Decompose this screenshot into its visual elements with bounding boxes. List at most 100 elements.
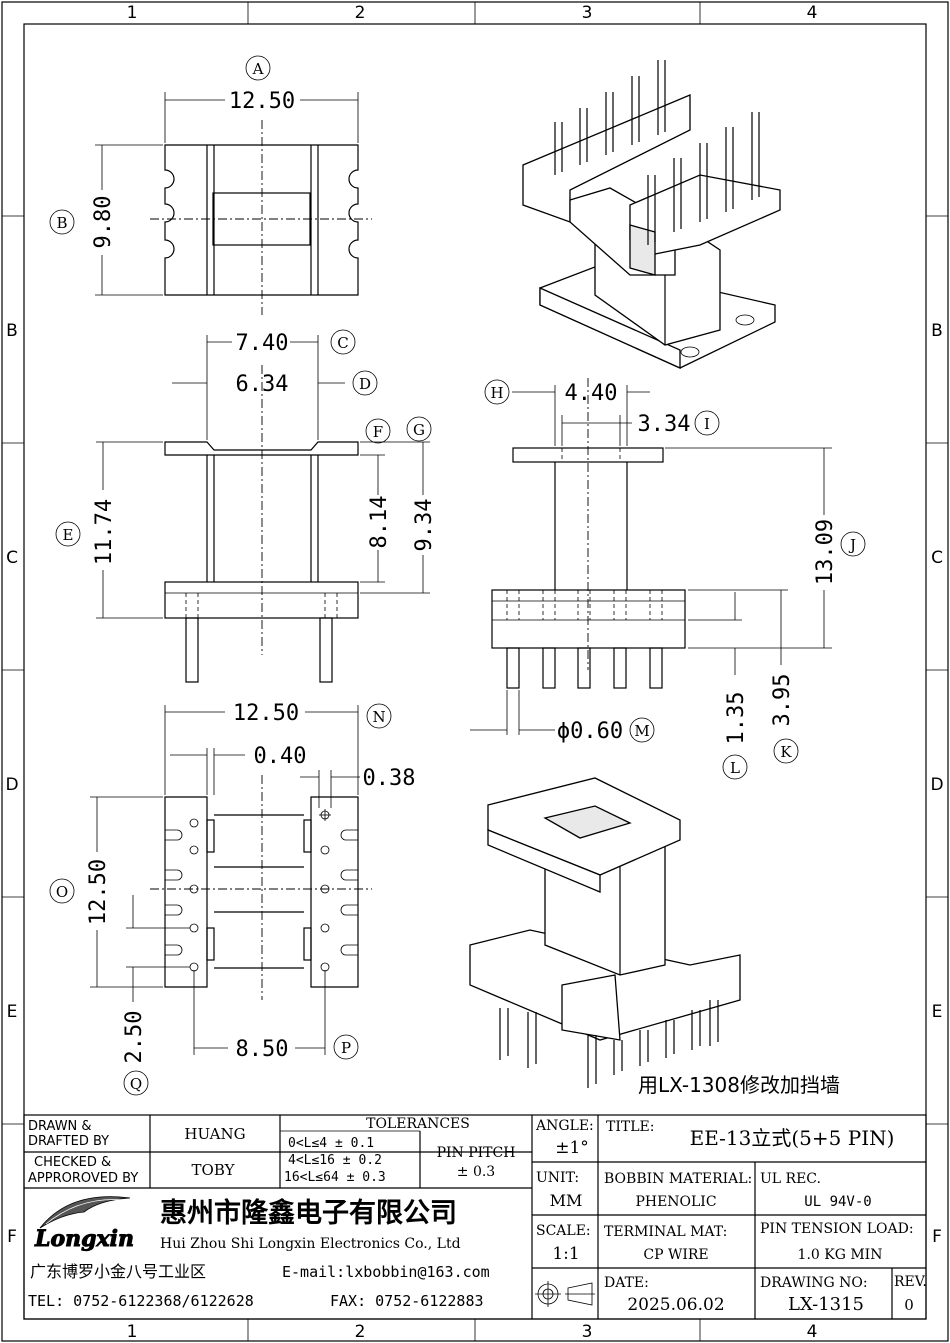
title-block: DRAWN & DRAFTED BY HUANG CHECKED & APPRO… [23, 1114, 927, 1320]
bobbin-label: BOBBIN MATERIAL: [604, 1171, 752, 1187]
bottom-view: 12.50 N 0.40 0.38 12.50 O 2.50 Q [49, 701, 416, 1096]
row-label-c: C [6, 548, 18, 568]
iso-view-pins-up [522, 60, 781, 370]
dim-side-top: 4.40 [565, 381, 618, 406]
pin-pitch-label: PIN PITCH [437, 1145, 516, 1161]
dim-bottom-pitch: 2.50 [122, 1011, 147, 1064]
date-value: 2025.06.02 [627, 1295, 724, 1315]
tag-c: C [337, 334, 348, 352]
drawing-no-value: LX-1315 [788, 1294, 864, 1315]
drawn-by: HUANG [184, 1125, 245, 1143]
dim-front-inner: 6.34 [236, 372, 289, 397]
scale-value: 1:1 [552, 1244, 579, 1264]
date-label: DATE: [604, 1275, 649, 1291]
checked-label-line2: APPROROVED BY [28, 1171, 138, 1186]
checked-label-line1: CHECKED & [34, 1155, 111, 1170]
tag-e: E [63, 526, 74, 544]
tag-l: L [730, 759, 740, 777]
tag-i: I [704, 415, 710, 433]
dim-side-height: 13.09 [813, 519, 838, 585]
angle-label: ANGLE: [535, 1118, 594, 1134]
iso-view-pins-down [469, 777, 741, 1088]
company-logo: Longxin [34, 1196, 135, 1253]
scale-label: SCALE: [536, 1223, 591, 1239]
rev-value: 0 [904, 1296, 914, 1314]
tag-j: J [848, 536, 856, 554]
tolerance-row-1: 0<L≤4 ± 0.1 [288, 1136, 374, 1151]
dim-bottom-wall: 0.40 [254, 744, 307, 769]
col-label-1: 1 [127, 3, 138, 23]
col-label-3: 3 [582, 3, 593, 23]
dim-side-inner: 3.34 [638, 412, 691, 437]
col-label-3-bottom: 3 [582, 1322, 593, 1342]
dim-front-height: 11.74 [92, 499, 117, 565]
row-label-e-right: E [932, 1002, 943, 1022]
tag-a: A [252, 60, 264, 78]
tag-d: D [359, 375, 371, 393]
tag-n: N [372, 708, 385, 726]
tolerance-row-2: 4<L≤16 ± 0.2 [288, 1153, 382, 1168]
row-label-d-right: D [930, 775, 943, 795]
tag-m: M [634, 722, 649, 740]
company-tel: TEL: 0752-6122368/6122628 [28, 1292, 254, 1310]
projection-symbol-icon [535, 1281, 595, 1307]
dim-bottom-width: 12.50 [233, 701, 299, 726]
row-label-d: D [5, 775, 18, 795]
tension-value: 1.0 KG MIN [798, 1247, 883, 1263]
col-label-4-bottom: 4 [807, 1322, 818, 1342]
tag-b: B [56, 214, 67, 232]
dim-side-base: 3.95 [770, 674, 795, 727]
row-label-c-right: C [931, 548, 943, 568]
dim-top-depth: 9.80 [91, 196, 116, 249]
company-fax: FAX: 0752-6122883 [330, 1292, 484, 1310]
drawing-no-label: DRAWING NO: [760, 1275, 868, 1291]
col-label-1-bottom: 1 [127, 1322, 138, 1342]
dim-front-inner-height: 8.14 [367, 496, 392, 549]
ul-label: UL REC. [760, 1171, 821, 1187]
tag-o: O [56, 883, 68, 901]
tolerances-label: TOLERANCES [366, 1116, 470, 1132]
tag-p: P [341, 1039, 351, 1057]
bobbin-value: PHENOLIC [635, 1194, 716, 1210]
row-label-b-right: B [931, 321, 943, 341]
tag-g: G [413, 421, 425, 439]
terminal-value: CP WIRE [643, 1247, 708, 1263]
col-label-4: 4 [807, 3, 818, 23]
front-view: 7.40 C 6.34 D 11.74 E 8.14 9.34 F G [55, 329, 437, 683]
company-email: E-mail:lxbobbin@163.com [282, 1263, 490, 1281]
drawn-label-line2: DRAFTED BY [28, 1134, 109, 1149]
tolerance-row-3: 16<L≤64 ± 0.3 [284, 1170, 386, 1185]
dim-bottom-pin-width: 0.38 [363, 766, 416, 791]
drawn-label-line1: DRAWN & [28, 1119, 92, 1134]
dim-bottom-length: 12.50 [86, 859, 111, 925]
drawing-title: EE-13立式(5+5 PIN) [690, 1126, 895, 1150]
angle-value: ±1° [555, 1138, 589, 1158]
tag-k: K [780, 743, 792, 761]
dim-side-pin: 1.35 [724, 692, 749, 745]
side-view: 4.40 H 3.34 I 13.09 J 3.95 K 1.35 L [470, 378, 866, 780]
row-label-f-right: F [932, 1227, 942, 1247]
dim-front-top: 7.40 [236, 331, 289, 356]
company-name-cn: 惠州市隆鑫电子有限公司 [160, 1197, 457, 1229]
row-label-e: E [7, 1002, 18, 1022]
col-label-2-bottom: 2 [355, 1322, 366, 1342]
dim-bottom-row-gap: 8.50 [236, 1037, 289, 1062]
tag-h: H [490, 384, 503, 402]
dim-top-width: 12.50 [229, 89, 295, 114]
checked-by: TOBY [192, 1161, 236, 1179]
dim-side-pin-diameter: ϕ0.60 [557, 719, 623, 744]
rev-label: REV. [894, 1274, 927, 1290]
tension-label: PIN TENSION LOAD: [760, 1221, 914, 1237]
ul-value: UL 94V-0 [804, 1194, 871, 1210]
row-label-f: F [7, 1227, 17, 1247]
tag-q: Q [130, 1075, 142, 1093]
logo-text: Longxin [34, 1226, 134, 1252]
unit-value: MM [550, 1191, 583, 1210]
company-name-en: Hui Zhou Shi Longxin Electronics Co., Lt… [160, 1236, 461, 1252]
dim-front-mid-height: 9.34 [412, 499, 437, 552]
col-label-2: 2 [355, 3, 366, 23]
drawing-note: 用LX-1308修改加挡墙 [638, 1073, 840, 1097]
pin-pitch-value: ± 0.3 [457, 1164, 495, 1180]
terminal-label: TERMINAL MAT: [604, 1224, 727, 1240]
